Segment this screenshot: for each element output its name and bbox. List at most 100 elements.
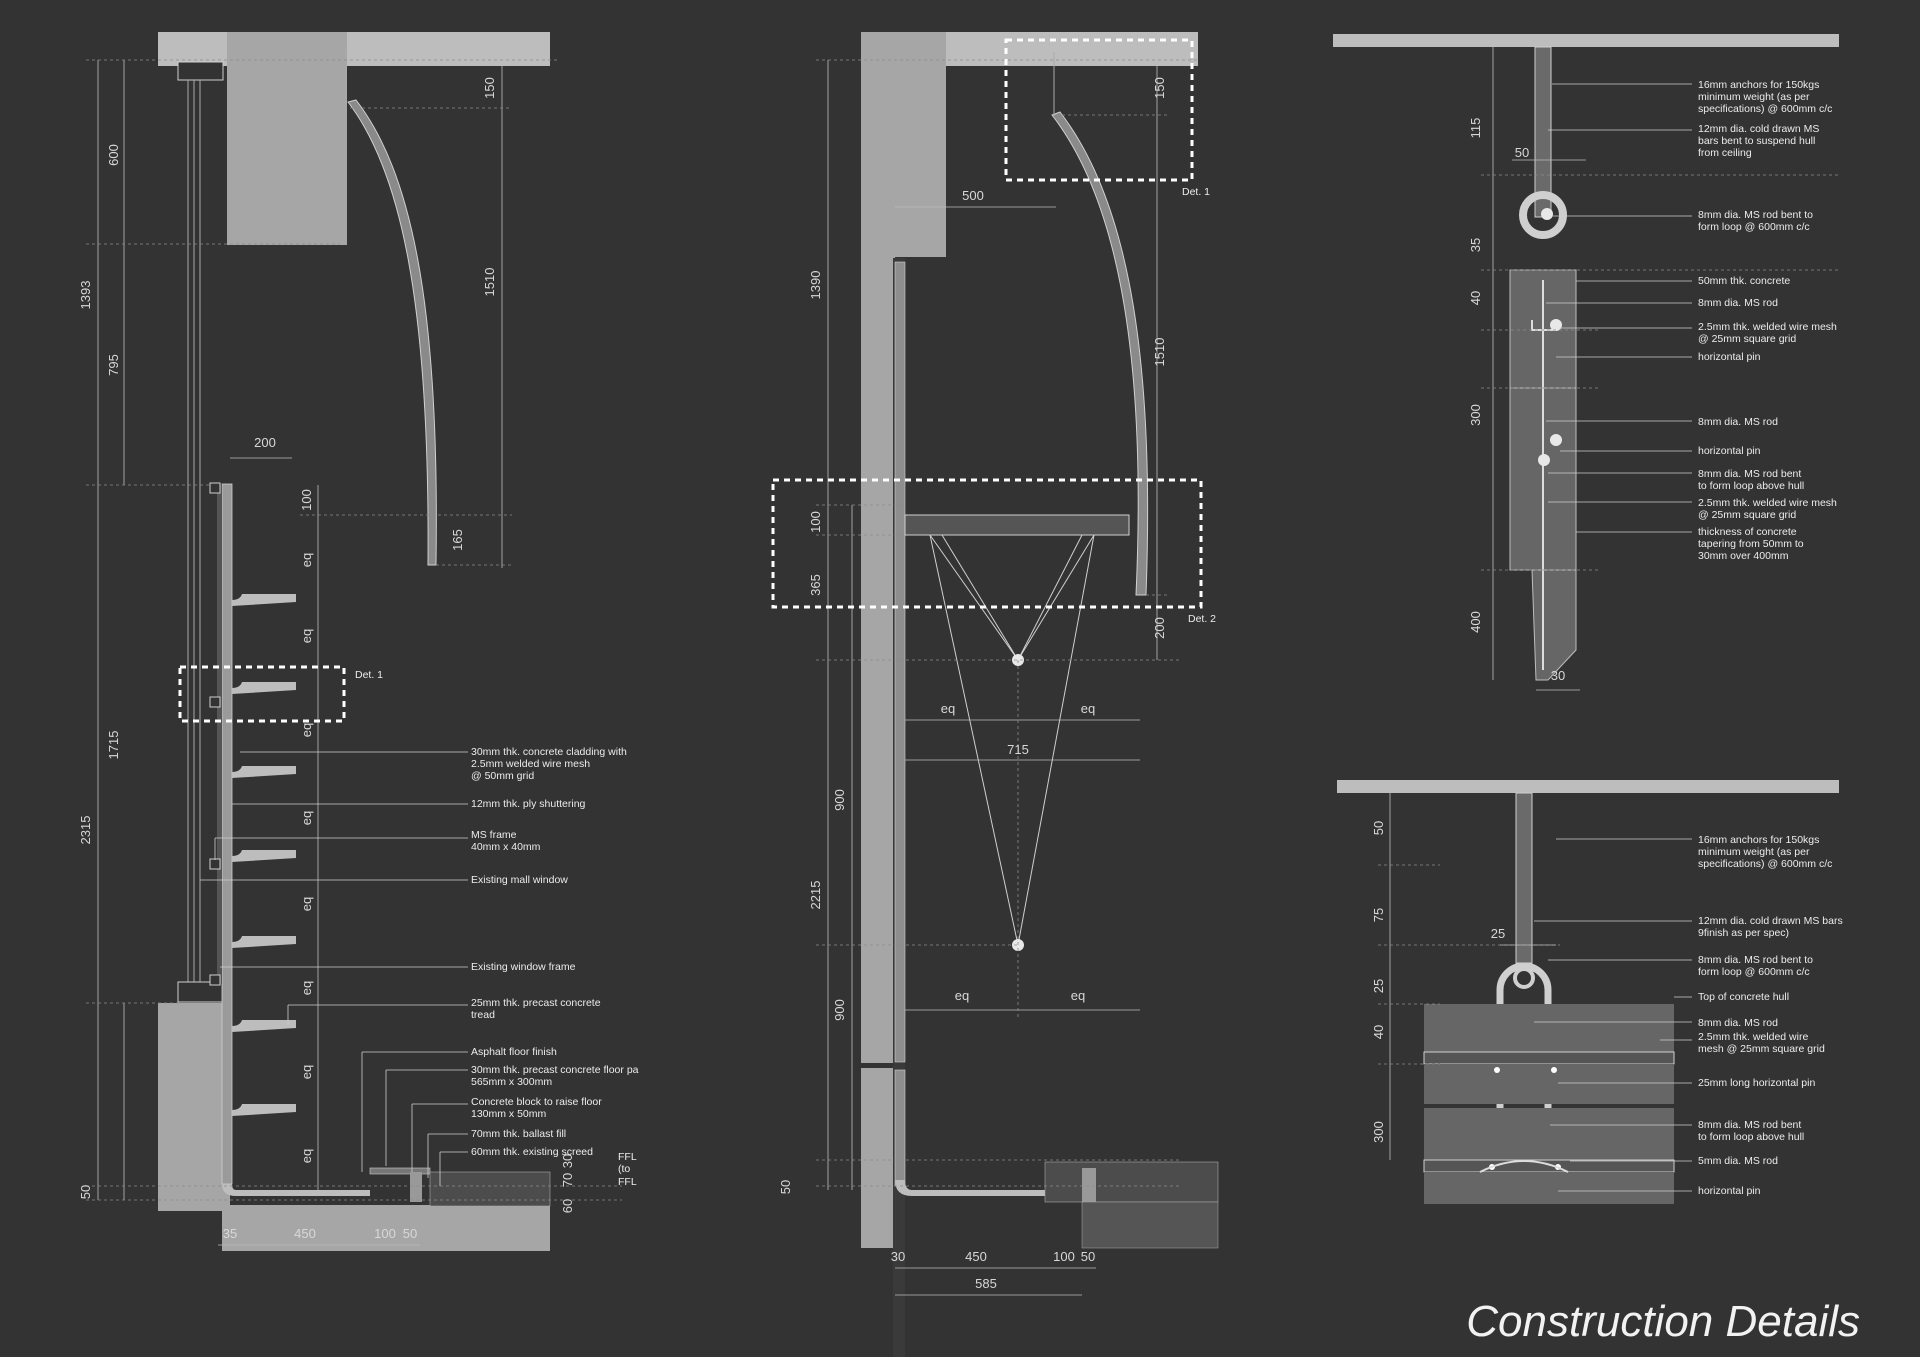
dim-25-d2a: 25 xyxy=(1491,926,1505,941)
dim-200-s2: 200 xyxy=(1152,617,1167,639)
dim-300-d2: 300 xyxy=(1371,1121,1386,1143)
ceiling-slab-d1 xyxy=(1333,34,1839,47)
dim-50-d1: 50 xyxy=(1515,145,1529,160)
svg-text:8mm dia. MS rod: 8mm dia. MS rod xyxy=(1698,416,1778,428)
svg-text:30mm thk. precast concrete flo: 30mm thk. precast concrete floor pa xyxy=(471,1064,639,1076)
rod-loop-d1 xyxy=(1519,191,1567,239)
dim-795: 795 xyxy=(106,354,121,376)
svg-text:horizontal pin: horizontal pin xyxy=(1698,351,1761,363)
svg-text:2.5mm welded wire mesh: 2.5mm welded wire mesh xyxy=(471,758,590,770)
dim-40-d2: 40 xyxy=(1371,1025,1386,1039)
dim-1510: 1510 xyxy=(482,268,497,297)
svg-text:bars bent to suspend hull: bars bent to suspend hull xyxy=(1698,135,1815,147)
detail1-notes: 16mm anchors for 150kgs minimum weight (… xyxy=(1698,79,1837,562)
svg-text:Existing mall window: Existing mall window xyxy=(471,874,568,886)
svg-text:130mm x 50mm: 130mm x 50mm xyxy=(471,1108,547,1120)
svg-text:horizontal pin: horizontal pin xyxy=(1698,1185,1761,1197)
svg-text:Existing window frame: Existing window frame xyxy=(471,961,576,973)
svg-text:16mm anchors for 150kgs: 16mm anchors for 150kgs xyxy=(1698,834,1819,846)
dim-2315: 2315 xyxy=(78,816,93,845)
svg-text:eq: eq xyxy=(1071,988,1085,1003)
curved-concrete-canopy xyxy=(347,99,437,566)
svg-text:60mm thk. existing screed: 60mm thk. existing screed xyxy=(471,1146,593,1158)
svg-text:@ 25mm square grid: @ 25mm square grid xyxy=(1698,333,1796,345)
dim-30-d1: 30 xyxy=(1551,668,1565,683)
svg-text:50mm thk. concrete: 50mm thk. concrete xyxy=(1698,275,1790,287)
svg-text:Concrete block to raise floor: Concrete block to raise floor xyxy=(471,1096,602,1108)
detail-1-callout-box xyxy=(178,665,346,723)
dim-165: 165 xyxy=(450,529,465,551)
dim-50-d2: 50 xyxy=(1371,821,1386,835)
ceiling-bulkhead-2 xyxy=(861,32,946,257)
svg-text:eq: eq xyxy=(955,988,969,1003)
svg-text:horizontal pin: horizontal pin xyxy=(1698,445,1761,457)
dim-1715: 1715 xyxy=(106,731,121,760)
svg-text:16mm anchors for 150kgs: 16mm anchors for 150kgs xyxy=(1698,79,1819,91)
dim-50-s2: 50 xyxy=(778,1180,793,1194)
svg-text:30mm thk. concrete cladding wi: 30mm thk. concrete cladding with xyxy=(471,746,627,758)
shelves xyxy=(222,594,370,1196)
svg-text:mesh @ 25mm square grid: mesh @ 25mm square grid xyxy=(1698,1043,1825,1055)
section-2: 1390 100 365 2215 900 900 50 150 1510 20… xyxy=(771,32,1219,1357)
svg-text:2.5mm thk. welded wire mesh: 2.5mm thk. welded wire mesh xyxy=(1698,497,1837,509)
detail-2-tag: Det. 2 xyxy=(1188,613,1216,625)
ceiling-slab xyxy=(158,32,550,66)
dim-900-b: 900 xyxy=(832,999,847,1021)
svg-text:to form loop above hull: to form loop above hull xyxy=(1698,480,1804,492)
detail-2: 50 75 25 25 40 300 16mm anchors for 150k… xyxy=(1337,780,1843,1204)
detail1-leaders xyxy=(1546,83,1692,533)
dim-100-s2: 100 xyxy=(808,511,823,533)
dim-400-d1: 400 xyxy=(1468,611,1483,633)
svg-text:eq: eq xyxy=(941,701,955,716)
svg-text:5mm dia. MS rod: 5mm dia. MS rod xyxy=(1698,1155,1778,1167)
svg-text:eq: eq xyxy=(299,723,314,737)
dim-150: 150 xyxy=(482,77,497,99)
svg-text:2.5mm thk. welded wire: 2.5mm thk. welded wire xyxy=(1698,1031,1808,1043)
svg-text:eq: eq xyxy=(299,897,314,911)
concrete-cladding xyxy=(221,483,233,1185)
svg-text:form loop @ 600mm c/c: form loop @ 600mm c/c xyxy=(1698,221,1810,233)
svg-text:8mm dia. MS rod: 8mm dia. MS rod xyxy=(1698,1017,1778,1029)
svg-text:565mm x 300mm: 565mm x 300mm xyxy=(471,1076,552,1088)
detail-2-callout-box xyxy=(771,478,1203,609)
ffl-label-2: (to xyxy=(618,1163,630,1175)
svg-text:12mm thk. ply shuttering: 12mm thk. ply shuttering xyxy=(471,798,586,810)
svg-text:MS frame: MS frame xyxy=(471,829,517,841)
svg-text:8mm dia. MS rod bent: 8mm dia. MS rod bent xyxy=(1698,1119,1801,1131)
svg-text:25mm thk. precast concrete: 25mm thk. precast concrete xyxy=(471,997,601,1009)
dim-100-s2b: 100 xyxy=(1053,1249,1075,1264)
rod-loop-d2 xyxy=(1496,962,1552,1145)
svg-text:12mm dia. cold drawn MS: 12mm dia. cold drawn MS xyxy=(1698,123,1819,135)
dim-30: 30 xyxy=(560,1154,575,1168)
svg-text:25mm long horizontal pin: 25mm long horizontal pin xyxy=(1698,1077,1815,1089)
concrete-hull-d2-bottom xyxy=(1424,1108,1674,1160)
frame-top-beam xyxy=(904,514,1130,536)
dim-60: 60 xyxy=(560,1199,575,1213)
floor-slab xyxy=(222,1205,550,1251)
svg-text:8mm dia. MS rod: 8mm dia. MS rod xyxy=(1698,297,1778,309)
svg-text:eq: eq xyxy=(1081,701,1095,716)
svg-text:eq: eq xyxy=(299,553,314,567)
svg-text:8mm dia. MS rod bent: 8mm dia. MS rod bent xyxy=(1698,468,1801,480)
eq-labels-section2: eq eq eq eq xyxy=(941,701,1095,1003)
detail-1: 115 50 35 40 300 400 30 16mm anchors for… xyxy=(1333,34,1840,691)
svg-text:eq: eq xyxy=(299,1065,314,1079)
svg-text:@ 25mm square grid: @ 25mm square grid xyxy=(1698,509,1796,521)
dim-50-s2b: 50 xyxy=(1081,1249,1095,1264)
ffl-label-3: FFL xyxy=(618,1176,637,1188)
svg-text:40mm x 40mm: 40mm x 40mm xyxy=(471,841,541,853)
detail-1-tag-s2: Det. 1 xyxy=(1182,186,1210,198)
section-1: 1393 600 795 2315 1715 50 150 1510 165 2… xyxy=(78,32,639,1251)
svg-text:eq: eq xyxy=(299,981,314,995)
dim-450-s2: 450 xyxy=(965,1249,987,1264)
svg-text:specifications) @ 600mm c/c: specifications) @ 600mm c/c xyxy=(1698,103,1832,115)
detail-1-tag: Det. 1 xyxy=(355,669,383,681)
dim-30-s2: 30 xyxy=(891,1249,905,1264)
dim-75-d2: 75 xyxy=(1371,908,1386,922)
ceiling-slab-d2 xyxy=(1337,780,1839,793)
dim-1393: 1393 xyxy=(78,281,93,310)
svg-text:8mm dia. MS rod bent to: 8mm dia. MS rod bent to xyxy=(1698,954,1813,966)
dim-365: 365 xyxy=(808,574,823,596)
v-truss xyxy=(929,534,1095,951)
dim-450: 450 xyxy=(294,1226,316,1241)
